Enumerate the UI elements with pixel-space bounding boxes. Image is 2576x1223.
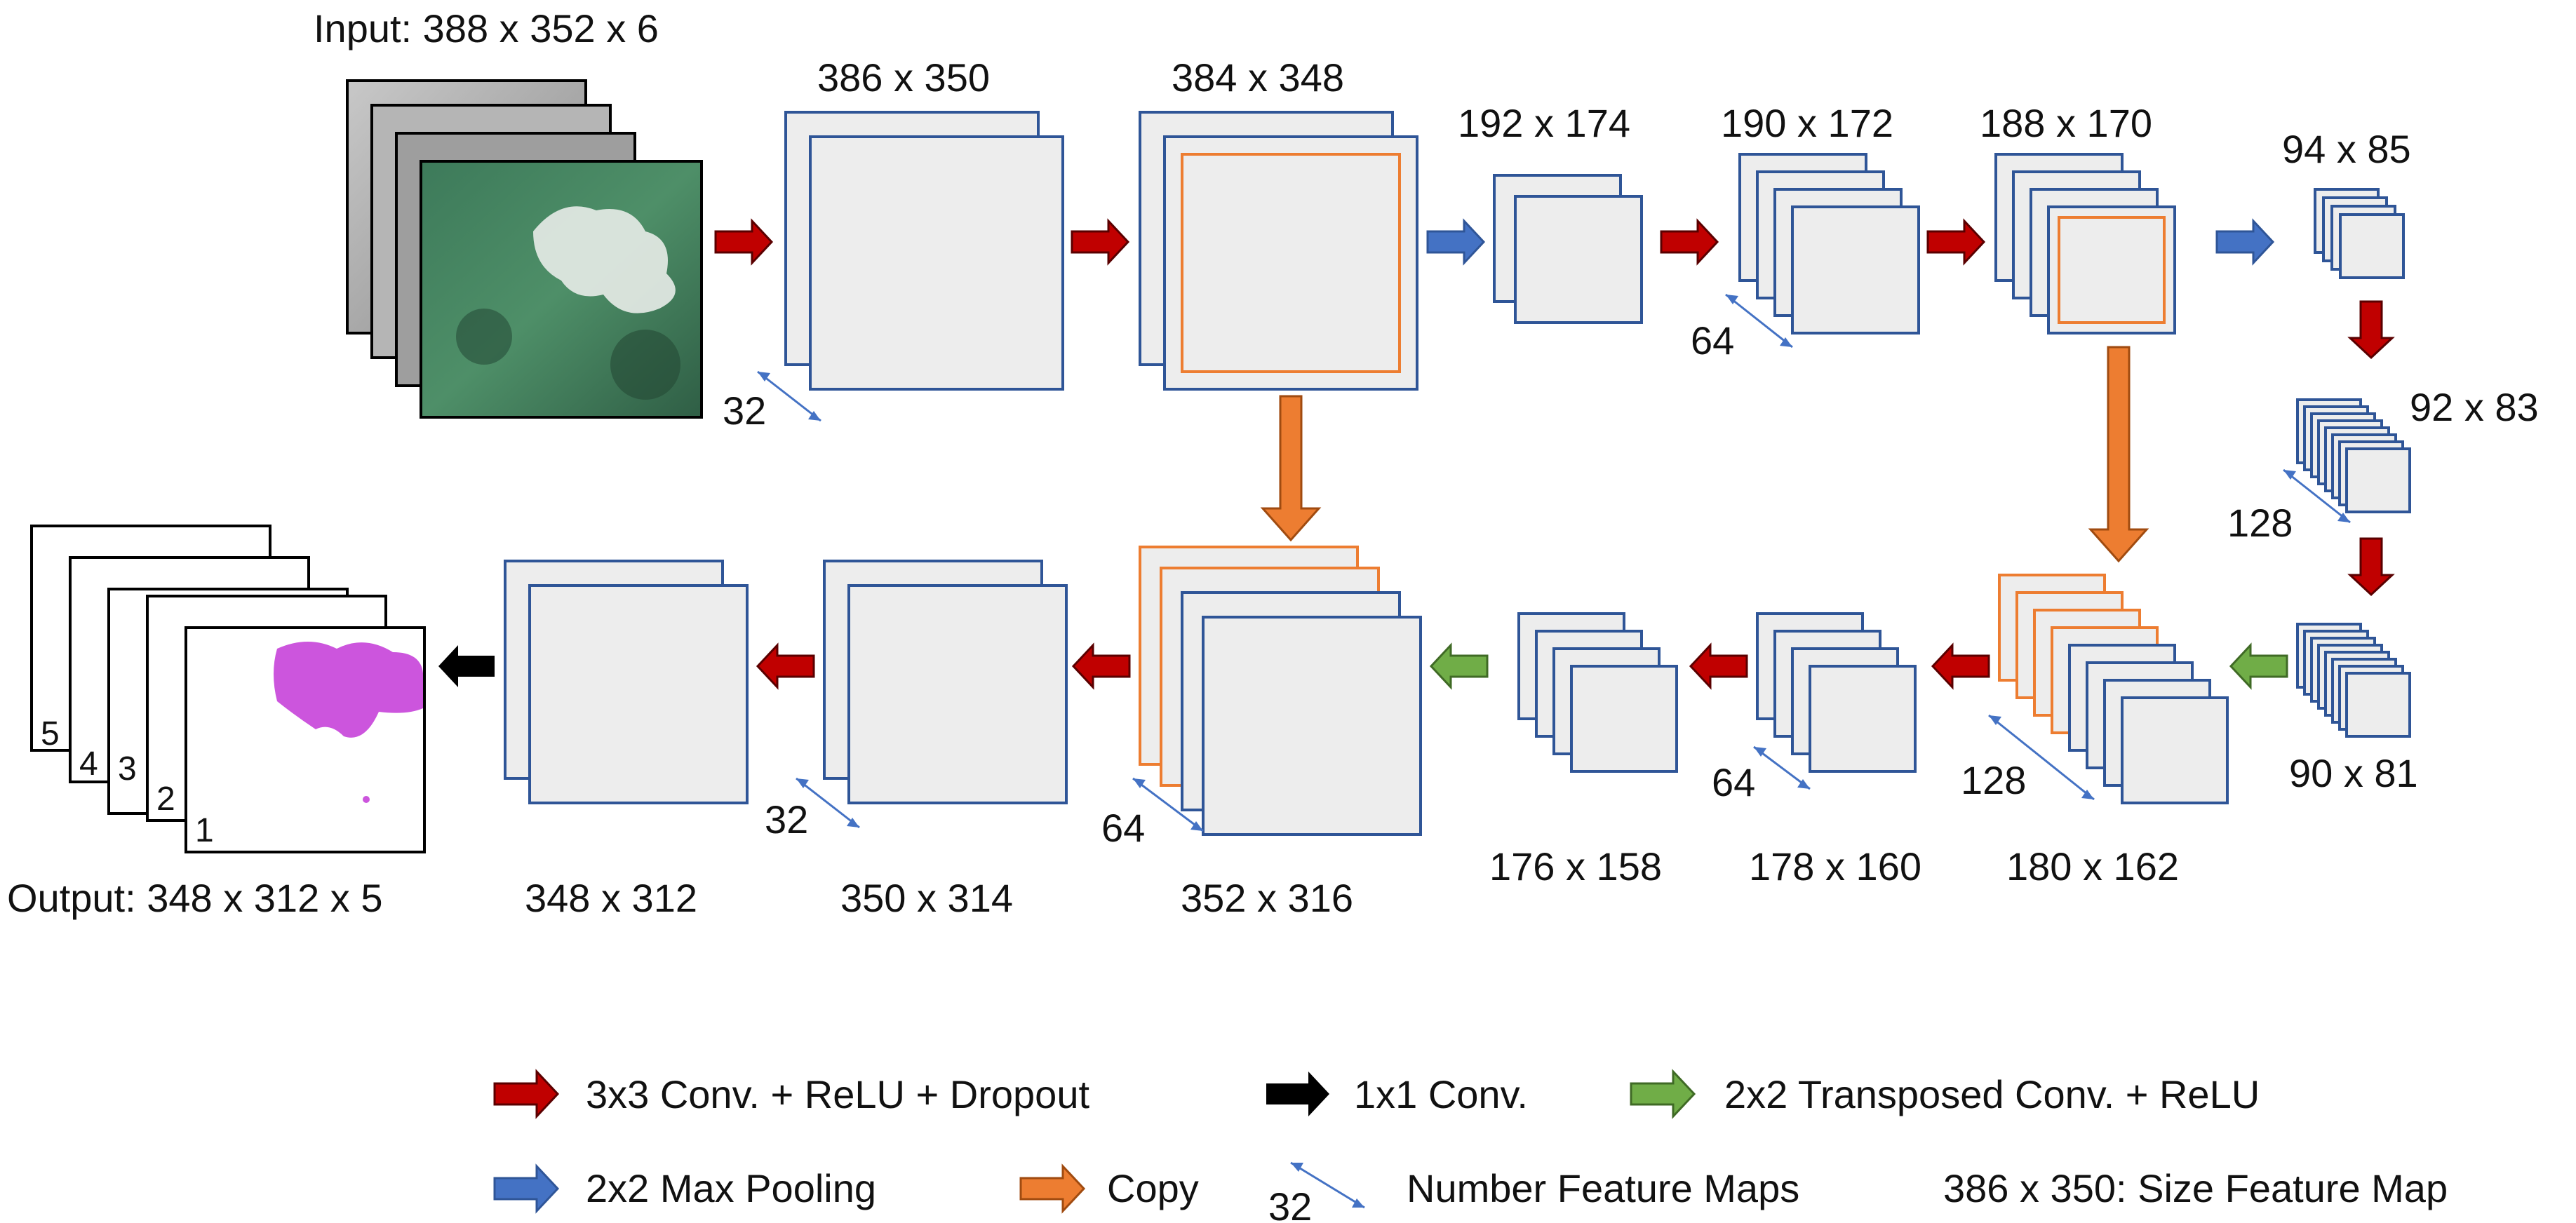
feature-map-size-label: 352 x 316 (1181, 876, 1353, 920)
maps-count-indicator: 64 (1712, 745, 1811, 804)
svg-text:64: 64 (1101, 806, 1145, 850)
legend-item-final-conv: 1x1 Conv. (1266, 1072, 1528, 1116)
legend: 3x3 Conv. + ReLU + Dropout 1x1 Conv. 2x2… (493, 1069, 2448, 1223)
feature-map-size-label: 386 x 350 (817, 55, 990, 100)
svg-text:32: 32 (1268, 1184, 1312, 1223)
conv-arrow (2347, 300, 2395, 360)
feature-map-190x172 (1738, 153, 1920, 335)
feature-map-size-label: 176 x 158 (1489, 844, 1662, 888)
copy-arrow (1260, 395, 1322, 542)
feature-map-94x85 (2314, 188, 2405, 279)
legend-item-copy: Copy (1019, 1163, 1199, 1214)
feature-map-90x81 (2296, 623, 2411, 738)
feature-map-384x348 (1139, 111, 1418, 391)
feature-map-size-label: 348 x 312 (525, 876, 697, 920)
feature-map-size-label: 350 x 314 (840, 876, 1013, 920)
conv-arrow (1689, 642, 1748, 690)
output-segmentation-mask (274, 642, 423, 738)
feature-map-192x174 (1493, 174, 1643, 324)
svg-text:128: 128 (2227, 501, 2293, 545)
conv-arrow (1071, 642, 1131, 690)
input-label: Input: 388 x 352 x 6 (314, 6, 659, 50)
maps-count-indicator: 128 (1961, 714, 2095, 802)
legend-item-upconv: 2x2 Transposed Conv. + ReLU (1630, 1069, 2260, 1119)
svg-text:32: 32 (765, 797, 808, 842)
legend-item-size: 386 x 350: Size Feature Map (1943, 1166, 2448, 1210)
feature-map-size-label: 178 x 160 (1749, 844, 1921, 888)
feature-map-176x158 (1517, 612, 1678, 773)
feature-map-size-label: 94 x 85 (2282, 127, 2411, 171)
copy-crop-region (2058, 216, 2166, 324)
feature-map-size-label: 90 x 81 (2289, 751, 2418, 795)
conv-arrow (1926, 218, 1986, 266)
feature-map-178x160 (1756, 612, 1917, 773)
upconv-arrow (2229, 642, 2288, 690)
feature-map-188x170 (1994, 153, 2176, 335)
output-class-number: 5 (41, 715, 60, 752)
input-satellite-image (420, 160, 703, 419)
maps-count-indicator: 64 (1691, 293, 1793, 363)
svg-text:1x1 Conv.: 1x1 Conv. (1354, 1072, 1528, 1116)
feature-map-size-label: 190 x 172 (1721, 101, 1893, 145)
output-class-number: 1 (195, 812, 214, 849)
maps-count-indicator: 32 (765, 777, 860, 842)
conv-arrow (1071, 218, 1130, 266)
conv-arrow (756, 642, 815, 690)
conv-arrow (1931, 642, 1990, 690)
legend-item-maps-number: 32 Number Feature Maps (1268, 1161, 1799, 1223)
svg-text:128: 128 (1961, 758, 2026, 802)
feature-map-size-label: 92 x 83 (2410, 385, 2539, 429)
conv-arrow (714, 218, 774, 266)
feature-map-352x316 (1139, 546, 1422, 836)
upconv-arrow (1429, 642, 1489, 690)
feature-map-size-label: 188 x 170 (1980, 101, 2152, 145)
pool-arrow (1426, 218, 1486, 266)
maps-count-indicator: 128 (2227, 468, 2351, 545)
conv-arrow (1660, 218, 1719, 266)
feature-map-386x350 (784, 111, 1064, 391)
output-class-number: 3 (118, 750, 137, 788)
maps-count-indicator: 64 (1101, 777, 1204, 850)
input-image-stack (346, 79, 703, 419)
copy-arrow (2088, 346, 2149, 563)
svg-text:3x3 Conv. + ReLU + Dropout: 3x3 Conv. + ReLU + Dropout (586, 1072, 1089, 1116)
svg-text:2x2 Transposed Conv. + ReLU: 2x2 Transposed Conv. + ReLU (1724, 1072, 2260, 1116)
legend-item-conv: 3x3 Conv. + ReLU + Dropout (493, 1069, 1089, 1119)
conv-arrow (2347, 537, 2395, 597)
output-label: Output: 348 x 312 x 5 (7, 876, 382, 920)
copy-crop-region (1181, 153, 1401, 373)
feature-map-350x314 (823, 560, 1068, 804)
final-conv-arrow (438, 645, 495, 687)
maps-count-indicator: 32 (723, 370, 821, 433)
legend-item-pool: 2x2 Max Pooling (493, 1163, 876, 1214)
pool-arrow (2215, 218, 2275, 266)
svg-text:64: 64 (1712, 760, 1755, 804)
output-class-number: 2 (156, 781, 175, 818)
output-class-number: 4 (79, 745, 98, 783)
feature-map-size-label: 384 x 348 (1172, 55, 1344, 100)
svg-text:32: 32 (723, 388, 766, 433)
svg-text:386 x 350: Size Feature Map: 386 x 350: Size Feature Map (1943, 1166, 2448, 1210)
feature-map-92x83 (2296, 398, 2411, 513)
svg-text:64: 64 (1691, 318, 1734, 363)
svg-text:Copy: Copy (1107, 1166, 1199, 1210)
output-class-stack: 5 4 3 2 1 (30, 525, 426, 853)
feature-map-size-label: 180 x 162 (2006, 844, 2179, 888)
svg-text:2x2 Max Pooling: 2x2 Max Pooling (586, 1166, 876, 1210)
feature-map-348x312 (504, 560, 749, 804)
svg-text:Number Feature Maps: Number Feature Maps (1407, 1166, 1799, 1210)
feature-map-size-label: 192 x 174 (1458, 101, 1630, 145)
feature-map-180x162 (1998, 574, 2229, 804)
